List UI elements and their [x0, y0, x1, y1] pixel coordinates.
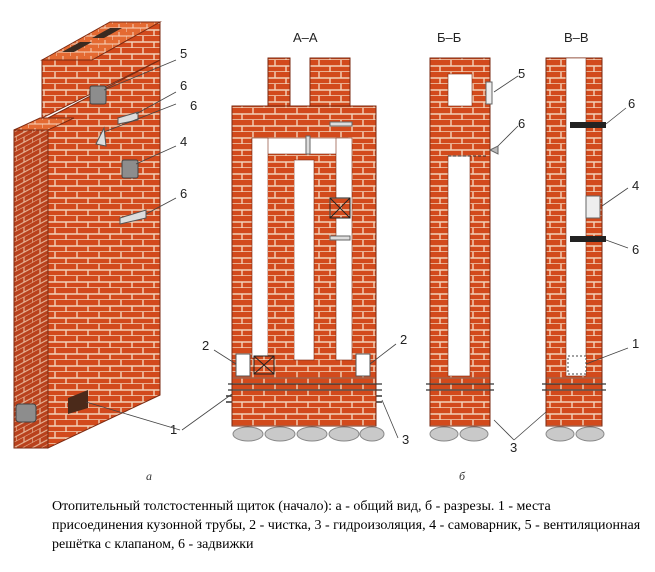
- callout-3-aa: 3: [402, 432, 409, 447]
- callout-6-view-c: 6: [180, 186, 187, 201]
- callout-5-bb: 5: [518, 66, 525, 81]
- callout-6-vv-bottom: 6: [632, 242, 639, 257]
- callout-6-view-a: 6: [180, 78, 187, 93]
- cleaning-door: [15, 403, 37, 423]
- damper-3: [119, 209, 147, 225]
- callout-2-aa-left: 2: [202, 338, 209, 353]
- section-bb: Б–Б 5 6 б: [426, 30, 525, 483]
- callout-4-vv: 4: [632, 178, 639, 193]
- stove-front-face: [47, 59, 161, 449]
- stove-top-ledge: [13, 117, 75, 131]
- callout-3-bb-vv: 3: [510, 440, 517, 455]
- callout-1-aa: 1: [170, 422, 177, 437]
- chimney-opening-1: [62, 42, 92, 52]
- samovar-door: [121, 159, 139, 179]
- chimney-opening-2: [92, 28, 122, 38]
- general-view: 5 6 6 4 6 а: [13, 21, 197, 483]
- callout-4-view: 4: [180, 134, 187, 149]
- damper-2: [95, 126, 107, 147]
- pipe-connection-opening: [68, 390, 88, 414]
- panel-label-b: б: [459, 469, 466, 483]
- callout-1-vv: 1: [632, 336, 639, 351]
- callout-6-vv-top: 6: [628, 96, 635, 111]
- callout-2-aa-right: 2: [400, 332, 407, 347]
- heating-shield-diagram: 5 6 6 4 6 а А–А: [13, 21, 639, 483]
- callout-6-bb: 6: [518, 116, 525, 131]
- callout-5-view: 5: [180, 46, 187, 61]
- section-aa: А–А: [170, 30, 409, 447]
- stove-left-face: [13, 117, 49, 449]
- callout-6-view-b: 6: [190, 98, 197, 113]
- vent-grille-door: [89, 85, 107, 105]
- section-title-aa: А–А: [293, 30, 318, 45]
- section-vv: В–В 6 4 6 1 3: [510, 30, 639, 455]
- panel-label-a: а: [146, 469, 152, 483]
- section-title-vv: В–В: [564, 30, 589, 45]
- figure-caption: Отопительный толстостенный щиток (начало…: [52, 499, 641, 552]
- section-title-bb: Б–Б: [437, 30, 461, 45]
